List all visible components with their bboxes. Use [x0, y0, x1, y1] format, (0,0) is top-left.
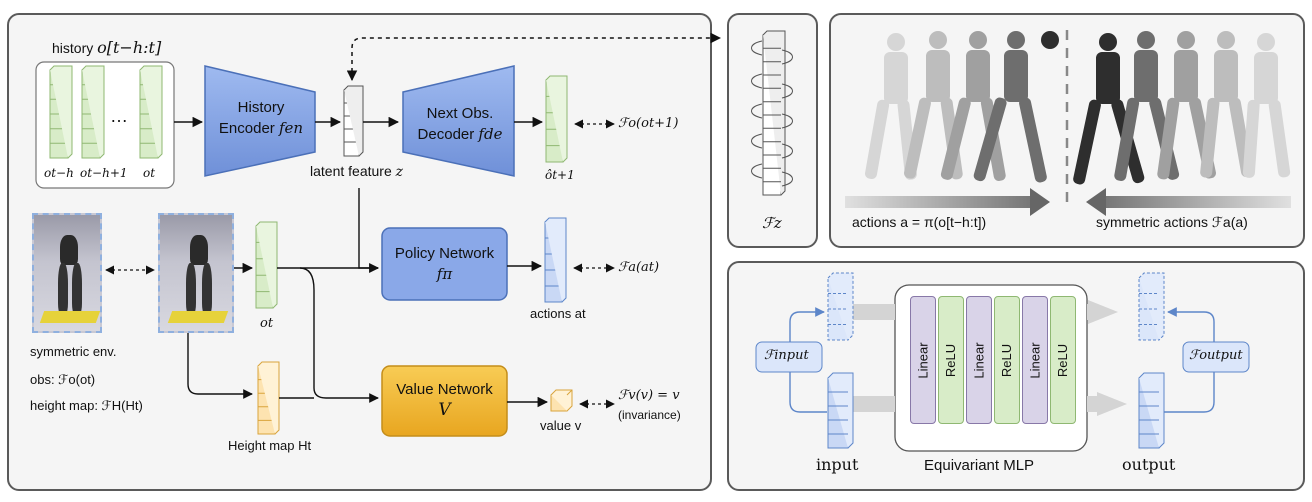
history-stack-3 [139, 65, 163, 159]
history-tick-3: ot [143, 166, 156, 180]
fz-label: ℱz [762, 214, 782, 232]
next-obs-label: ôt+1 [545, 168, 575, 182]
policy-network-label: Policy Network fπ [394, 245, 495, 283]
symmetric-actions-arrow [1086, 188, 1291, 216]
obs-label: ot [260, 316, 274, 331]
height-map-stack [257, 361, 280, 435]
value-network-label: Value Network V [396, 381, 493, 420]
next-obs-decoder-label: Next Obs. Decoder fde [417, 105, 503, 143]
height-map-label: Height map Ht [228, 438, 312, 453]
mlp-output-label: output [1122, 455, 1176, 474]
value-network-box [381, 365, 508, 437]
mlp-layer-relu-3: ReLU [1050, 296, 1076, 424]
policy-network-box [381, 227, 508, 301]
actions-arrow [845, 188, 1050, 216]
f-input-label: ℱinput [764, 348, 809, 363]
mlp-layer-relu-2: ReLU [994, 296, 1020, 424]
obs-symmetry-label: obs: ℱo(ot) [30, 372, 96, 387]
mlp-transformed-input-stack [827, 272, 854, 341]
history-stack-1 [49, 65, 73, 159]
history-encoder-shape [204, 65, 316, 177]
height-symmetry-label: height map: ℱH(Ht) [30, 398, 143, 413]
history-symbol: o[t−h:t] [97, 38, 162, 57]
mlp-output-stack [1138, 372, 1165, 449]
value-symmetry: ℱv(v) = v [618, 388, 680, 403]
history-ellipsis: … [110, 106, 128, 126]
history-encoder-label: History Encoder fen [218, 99, 304, 137]
mlp-input-stack [827, 372, 854, 449]
actions-symmetry: ℱa(at) [618, 260, 660, 275]
history-tick-1: ot−h [44, 166, 74, 180]
mlp-layer-linear-2: Linear [966, 296, 992, 424]
f-output-label: ℱoutput [1189, 348, 1243, 363]
latent-feature-label: latent feature z [310, 163, 404, 180]
robot-silhouettes-left [864, 31, 1059, 183]
mlp-title: Equivariant MLP [924, 457, 1035, 474]
mlp-layer-relu-1: ReLU [938, 296, 964, 424]
mlp-layer-linear-1: Linear [910, 296, 936, 424]
env-image [158, 213, 234, 333]
latent-feature-stack [343, 85, 364, 157]
mlp-transformed-output-stack [1138, 272, 1165, 341]
fz-latent-stack [751, 30, 793, 196]
value-cube [550, 389, 573, 412]
f-input-box [755, 341, 823, 373]
actions-stack [544, 217, 567, 303]
history-label: history o[t−h:t] [52, 38, 162, 57]
mlp-layer-linear-3: Linear [1022, 296, 1048, 424]
history-tick-2: ot−h+1 [80, 166, 128, 180]
mlp-input-label: input [816, 455, 859, 474]
history-stack-2 [81, 65, 105, 159]
actions-policy-text: actions a = π(o[t−h:t]) [852, 214, 987, 230]
value-label: value v [540, 418, 582, 433]
actions-label: actions at [530, 306, 586, 321]
next-obs-stack [545, 75, 568, 163]
symmetric-env-image [32, 213, 102, 333]
symmetric-actions-text: symmetric actions ℱa(a) [1096, 214, 1248, 230]
robot-silhouettes-right [1073, 31, 1291, 185]
observation-stack [255, 221, 278, 309]
next-obs-symmetry: ℱo(ot+1) [618, 116, 679, 131]
invariance-label: (invariance) [618, 408, 681, 422]
symmetric-env-label: symmetric env. [30, 344, 117, 359]
f-output-box [1182, 341, 1250, 373]
